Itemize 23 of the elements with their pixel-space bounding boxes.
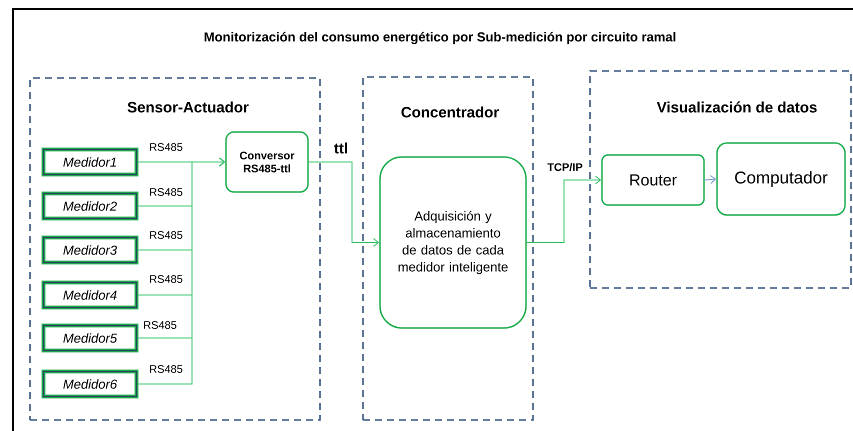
process-box: Adquisición y almacenamiento de datos de cada medidor inteligente [379,156,527,329]
edge-label: RS485 [150,365,182,373]
meter-box: Medidor5 [42,324,138,352]
meter-box: Medidor2 [42,192,138,220]
process-box: Conversor RS485-ttl [225,131,309,193]
meter-box: Medidor1 [42,148,138,176]
meter-box: Medidor4 [42,280,138,310]
edge-label: RS485 [150,143,182,151]
title: Monitorización del consumo energético por Sub-medición por circuito ramal [204,32,676,44]
edge-label: RS485 [150,188,182,196]
edge-label: RS485 [144,321,176,329]
arrow [526,176,602,243]
arrow [704,175,716,184]
edge-label: ttl [334,142,348,154]
process-box: Computador [716,142,846,216]
edge-label: TCP/IP [547,162,582,172]
arrow [308,162,380,247]
meter-box: Medidor6 [42,370,138,398]
process-box: Router [601,154,705,206]
arrow [138,158,226,384]
edge-label: RS485 [150,231,182,239]
edge-label: RS485 [150,275,182,283]
meter-box: Medidor3 [42,236,138,264]
